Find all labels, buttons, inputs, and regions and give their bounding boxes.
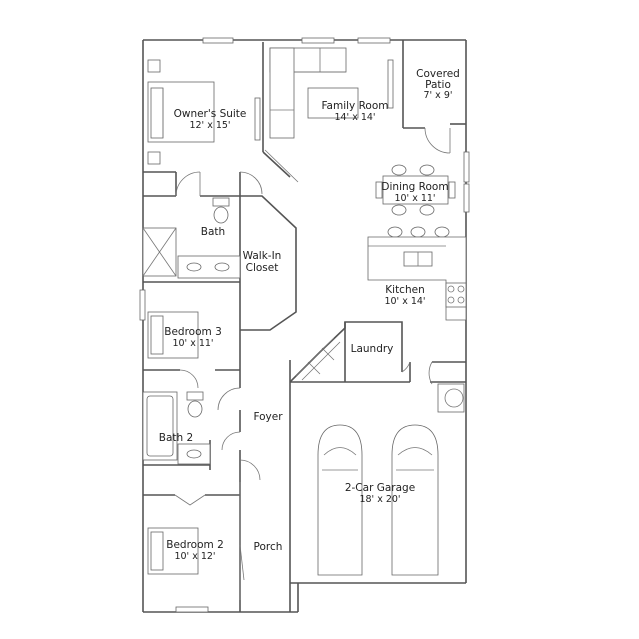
- room-label-bedroom-2: Bedroom 2: [166, 539, 224, 551]
- room-dims-dining-room: 10' x 11': [394, 193, 435, 204]
- room-label-covered-patio: Covered: [416, 68, 460, 80]
- room-label-owners-suite: Owner's Suite: [174, 108, 247, 120]
- room-label-bath: Bath: [201, 226, 225, 238]
- room-dims-kitchen: 10' x 14': [384, 296, 425, 307]
- laundry-fixtures: [295, 337, 341, 381]
- room-dims-garage: 18' x 20': [359, 494, 400, 505]
- owners-suite-furniture: [147, 59, 215, 165]
- room-labels: Owner's Suite 12' x 15' Family Room 14' …: [159, 68, 460, 562]
- room-label-laundry: Laundry: [351, 343, 394, 355]
- room-label-porch: Porch: [254, 541, 283, 553]
- kitchen-fixtures: [367, 226, 467, 321]
- room-dims-owners-suite: 12' x 15': [189, 120, 230, 131]
- bedroom-2-furniture: [147, 527, 199, 575]
- water-heater: [437, 383, 465, 413]
- room-dims-bedroom-2: 10' x 12': [174, 551, 215, 562]
- room-label-kitchen: Kitchen: [385, 284, 424, 296]
- family-room-furniture: [269, 47, 359, 139]
- room-dims-bedroom-3: 10' x 11': [172, 338, 213, 349]
- room-label-dining-room: Dining Room: [381, 181, 448, 193]
- room-label-garage: 2-Car Garage: [345, 482, 415, 494]
- room-label-bath-2: Bath 2: [159, 432, 193, 444]
- room-dims-family-room: 14' x 14': [334, 112, 375, 123]
- room-label-covered-patio-2: Patio: [425, 79, 451, 91]
- bath-2-fixtures: [142, 391, 211, 465]
- room-label-walk-in-closet-2: Closet: [246, 262, 279, 274]
- doors: [174, 127, 451, 600]
- room-label-family-room: Family Room: [321, 100, 388, 112]
- bedroom-3-furniture: [147, 311, 199, 359]
- room-dims-covered-patio: 7' x 9': [424, 90, 453, 101]
- windows: [139, 37, 470, 613]
- room-label-walk-in-closet: Walk-In: [243, 250, 282, 262]
- room-label-foyer: Foyer: [253, 411, 283, 423]
- room-label-bedroom-3: Bedroom 3: [164, 326, 222, 338]
- dining-table: [375, 164, 456, 216]
- garage-cars: [317, 424, 439, 576]
- bath-fixtures: [142, 197, 241, 279]
